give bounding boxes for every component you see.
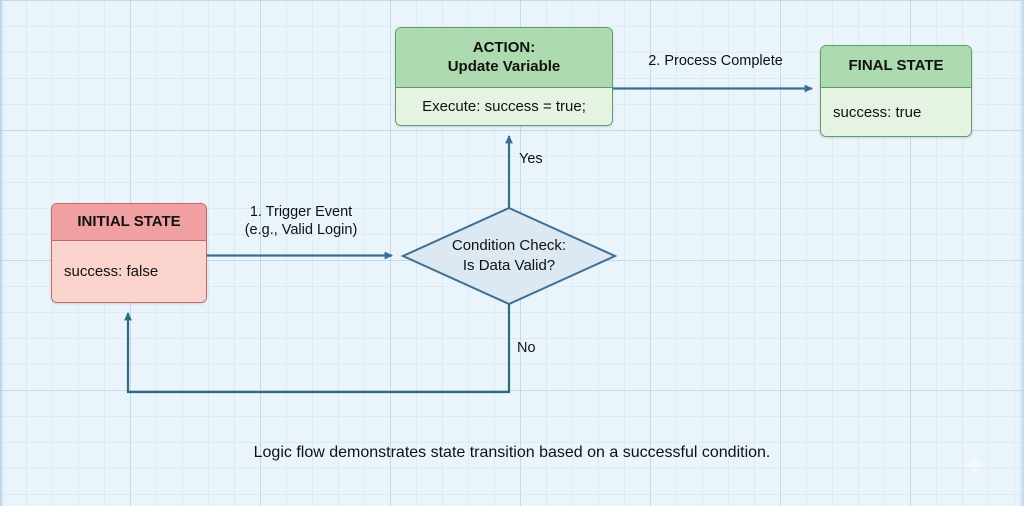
edge-label-no: No xyxy=(517,340,536,356)
node-decision-text: Condition Check: Is Data Valid? xyxy=(403,208,615,304)
node-final-state[interactable]: FINAL STATE success: true xyxy=(820,45,972,137)
node-decision[interactable]: Condition Check: Is Data Valid? xyxy=(403,208,615,304)
node-action-header: ACTION: Update Variable xyxy=(396,28,612,88)
node-final-state-header: FINAL STATE xyxy=(821,46,971,88)
node-action[interactable]: ACTION: Update Variable Execute: success… xyxy=(395,27,613,126)
edge-label-yes: Yes xyxy=(519,151,543,167)
edge-no-path xyxy=(124,304,511,394)
edge-label-process-complete: 2. Process Complete xyxy=(648,53,783,69)
node-initial-state-body: success: false xyxy=(52,241,206,302)
node-final-state-body: success: true xyxy=(821,88,971,136)
node-initial-state-header: INITIAL STATE xyxy=(52,204,206,241)
node-decision-line1: Condition Check: xyxy=(451,236,567,254)
node-initial-state[interactable]: INITIAL STATE success: false xyxy=(51,203,207,303)
node-decision-line2: Is Data Valid? xyxy=(462,257,556,274)
page-edge-left xyxy=(0,0,4,506)
node-action-body: Execute: success = true; xyxy=(396,88,612,125)
page-edge-right xyxy=(1019,0,1024,506)
edge-label-trigger: 1. Trigger Event (e.g., Valid Login) xyxy=(244,204,358,239)
diagram-caption: Logic flow demonstrates state transition… xyxy=(253,444,771,461)
